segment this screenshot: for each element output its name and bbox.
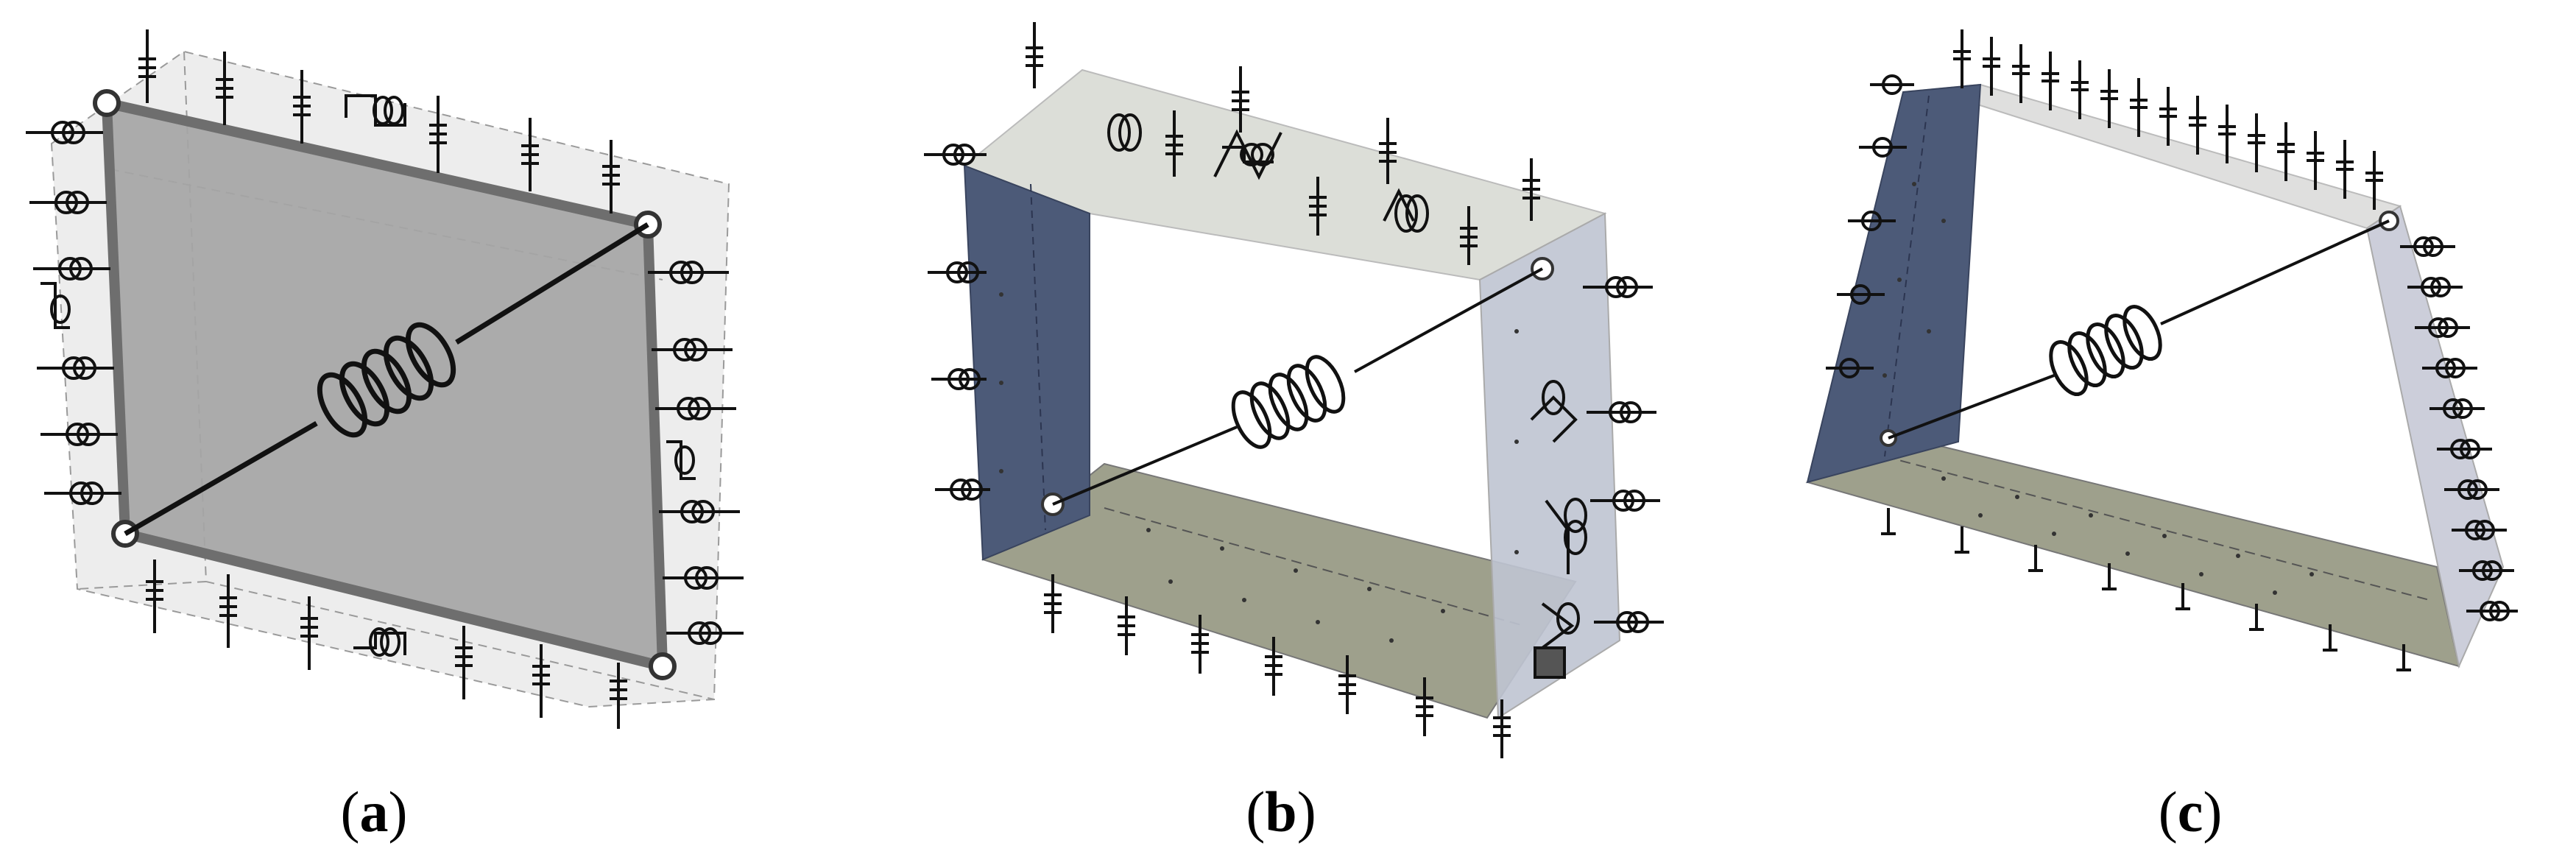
panel-c-diagram xyxy=(1805,29,2518,671)
panel-c-left-wall xyxy=(1806,83,1982,484)
panel-c-mesh-dots xyxy=(1882,182,2314,595)
panel-c-label: c xyxy=(2177,780,2203,844)
panel-a-pin xyxy=(93,89,121,117)
panel-c-top-springs xyxy=(1953,29,2383,210)
panel-c-left-springs xyxy=(1826,74,1914,378)
panel-b-diagonal-spring xyxy=(1231,355,1346,449)
panel-b-label: b xyxy=(1265,780,1297,844)
panel-c-diagonal xyxy=(2160,219,2390,325)
panel-b-mesh-dots xyxy=(999,292,1519,643)
panel-b-top-springs xyxy=(1026,22,1540,265)
panel-a-label: a xyxy=(359,780,389,844)
panel-a-pin xyxy=(649,652,677,680)
panel-c-bottom-springs xyxy=(1881,508,2411,671)
panel-a-bottom-springs xyxy=(146,560,627,729)
panel-b-right-wall xyxy=(1478,212,1621,719)
panel-a-caption: (a) xyxy=(340,780,408,844)
panel-a-left-springs xyxy=(26,121,121,505)
panel-c-diagonal xyxy=(1888,374,2055,440)
panel-c-diagonal-spring xyxy=(2049,305,2162,396)
panel-b-bottom-springs xyxy=(1044,574,1511,758)
panel-a-diagonal xyxy=(124,420,318,537)
panel-b-caption: (b) xyxy=(1246,780,1316,844)
panel-a-right-springs xyxy=(648,261,744,645)
panel-b-left-springs xyxy=(924,144,990,501)
panel-a-top-springs xyxy=(138,29,620,214)
panel-b-left-wall xyxy=(963,164,1090,561)
panel-c-bottom-wall xyxy=(1805,433,2460,668)
panel-b-diagram xyxy=(924,22,1664,758)
panel-a-diagram xyxy=(26,29,744,729)
panel-a-diagonal-spring xyxy=(317,322,456,438)
panel-b-diagonal xyxy=(1354,267,1543,373)
panel-c-caption: (c) xyxy=(2158,780,2223,844)
panel-b-diagonal xyxy=(1052,426,1238,506)
panel-b-right-springs xyxy=(1530,276,1664,679)
panel-a-diagonal xyxy=(455,222,649,345)
panel-c-right-springs xyxy=(2400,236,2518,621)
